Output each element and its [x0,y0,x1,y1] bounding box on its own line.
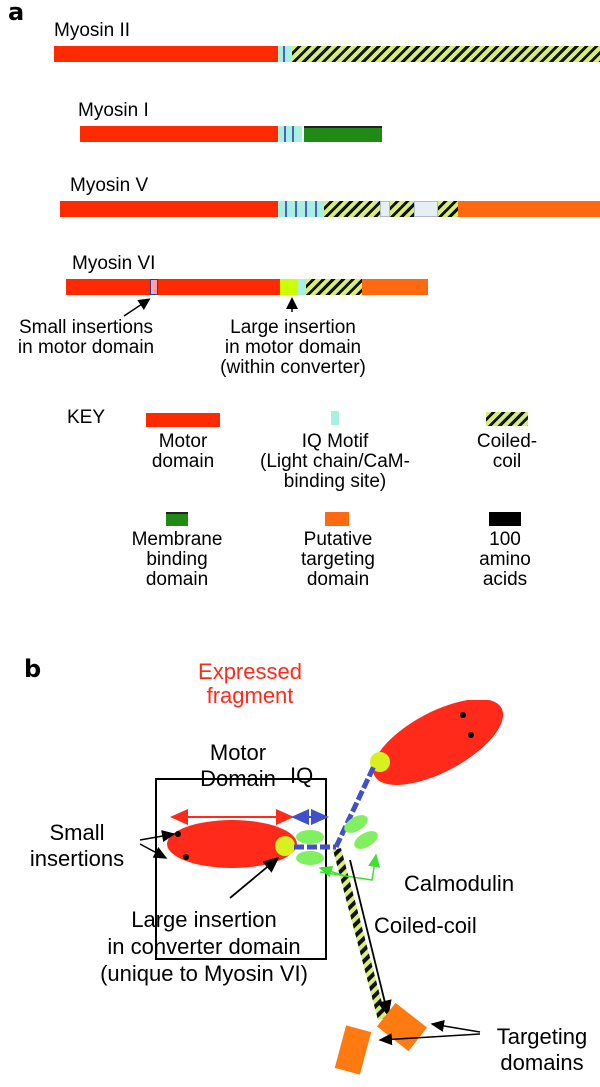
calmodulin-label: Calmodulin [404,871,515,896]
iq-motif-segment [278,201,324,217]
calmodulin-pointer [319,853,381,881]
myosin-v-bar [60,201,600,217]
key-swatch-iq [331,411,339,425]
coiled-coil-stalk [333,848,386,1020]
calmodulin-pointer [318,865,346,878]
panel-a-arrows [123,297,298,317]
non-coil-segment [380,201,390,217]
targeting-domain [334,1025,372,1075]
iq-label: IQ [290,763,314,788]
calmodulin [344,815,368,833]
small-insertions-annotation: Small insertions in motor domain [17,317,155,358]
small-insertion-dot [175,831,181,837]
myosin-v-label: Myosin V [70,175,149,196]
motor-head-right [372,700,504,785]
calmodulin [296,851,324,865]
small-insertions-arrow [139,830,176,842]
key-swatch-membrane [166,512,188,526]
myosin-vi-diagram [139,700,504,1075]
motor-domain-segment [60,201,278,217]
membrane-binding-segment [304,126,382,142]
small-insertion-segment [150,279,158,295]
myosin-i-bar [80,126,382,142]
myosin-vi-bar [66,279,428,295]
coiled-coil-segment [438,201,458,217]
motor-head-left [167,820,297,868]
small-insertions-arrow [139,843,168,859]
myosin-vi-label: Myosin VI [72,253,156,274]
calmodulin [296,830,324,844]
myosin-ii-bar [54,46,600,62]
key-title: KEY [67,407,106,428]
key-label-iq: IQ Motif(Light chain/CaM-binding site) [260,431,410,492]
coiled-coil-segment [292,46,600,62]
large-insertion-annotation: Large insertion in motor domain (within … [220,317,366,378]
coiled-coil-segment [390,201,414,217]
key-swatch-coiled-coil [486,412,528,426]
iq-motif-segment [278,126,302,142]
coiled-coil-label: Coiled-coil [374,913,477,938]
panel-b-letter: b [24,655,42,683]
targeting-arrow [430,1020,481,1033]
large-insertion-segment [280,279,298,295]
small-insertion-arrow [123,298,151,317]
calmodulin [354,831,378,849]
myosin-i-label: Myosin I [78,100,149,121]
small-insertion-dot [460,712,466,718]
coiled-coil-segment [324,201,380,217]
coiled-coil-arrow [349,859,392,1017]
key-swatch-targeting [325,512,349,526]
targeting-segment [458,201,600,217]
large-insertion-arrow [229,856,280,899]
small-insertion-dot [468,732,474,738]
myosin-ii-label: Myosin II [54,20,131,41]
converter-insertion-left [275,836,295,856]
non-coil-segment [414,201,438,217]
key-swatch-motor [146,413,220,427]
panel-a-letter: a [8,0,25,26]
key-label-coiled-coil: Coiled-coil [476,431,538,472]
iq-motif-segment [298,279,306,295]
targeting-arrow [378,1033,481,1046]
motor-domain-segment [54,46,278,62]
small-insertion-dot [183,854,189,860]
motor-domain-segment [80,126,278,142]
converter-insertion-right [370,752,390,772]
targeting-domain [377,1002,427,1052]
motor-domain-segment [66,279,280,295]
iq-motif-segment [278,46,292,62]
targeting-segment [362,279,428,295]
lever-arm-right [333,764,377,849]
key-swatch-100-aa [489,512,521,526]
coiled-coil-segment [306,279,362,295]
